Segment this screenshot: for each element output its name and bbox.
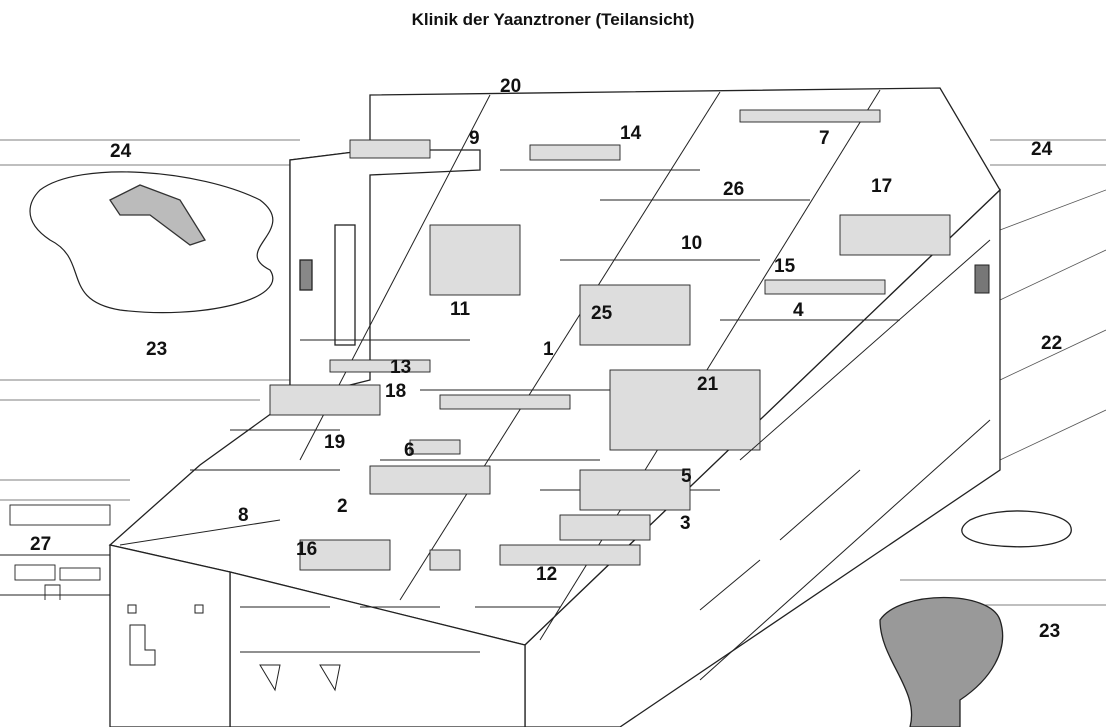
label-9: 9: [469, 128, 480, 149]
label-13: 13: [390, 357, 411, 378]
label-14: 14: [620, 123, 642, 144]
label-10: 10: [681, 233, 702, 254]
label-4: 4: [793, 300, 804, 321]
lake-right: [961, 510, 1072, 548]
tower-window: [299, 259, 313, 291]
room-equipment: [269, 109, 951, 571]
label-26: 26: [723, 179, 744, 200]
label-8: 8: [238, 505, 249, 526]
label-11: 11: [450, 299, 471, 320]
label-1: 1: [543, 339, 554, 360]
label-15: 15: [774, 256, 796, 277]
diagram-title: Klinik der Yaanztroner (Teilansicht): [411, 10, 695, 29]
wall-windows: [127, 239, 991, 692]
label-6: 6: [404, 440, 415, 461]
trees-left: [109, 184, 206, 246]
label-27: 27: [30, 534, 51, 555]
tower-door: [334, 224, 356, 346]
label-23-right: 23: [1039, 621, 1060, 642]
number-labels: 20 9 14 7 24 24 26 17 10 15 11 4 25 23 2…: [30, 76, 1062, 642]
label-25: 25: [591, 303, 613, 324]
label-18: 18: [385, 381, 406, 402]
label-7: 7: [819, 128, 830, 149]
label-23-left: 23: [146, 339, 167, 360]
area-27: [0, 504, 111, 600]
label-19: 19: [324, 432, 345, 453]
label-20: 20: [500, 76, 521, 97]
label-16: 16: [296, 539, 317, 560]
label-2: 2: [337, 496, 348, 517]
label-12: 12: [536, 564, 557, 585]
left-wing-wall: [109, 544, 231, 727]
label-21: 21: [697, 374, 719, 395]
horizon-lines: [0, 139, 1106, 606]
label-22: 22: [1041, 333, 1062, 354]
label-17: 17: [871, 176, 892, 197]
label-24-left: 24: [110, 141, 132, 162]
lake-left: [29, 171, 274, 314]
label-5: 5: [681, 466, 692, 487]
label-3: 3: [680, 513, 691, 534]
label-24-right: 24: [1031, 139, 1053, 160]
trees-right: [879, 596, 1004, 727]
